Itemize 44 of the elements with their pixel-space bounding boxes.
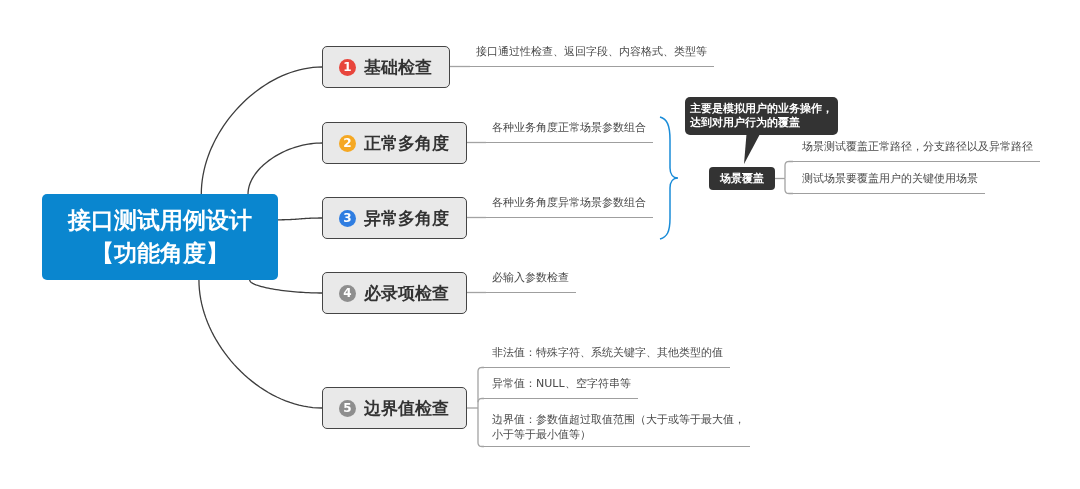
subtopic-text: 各种业务角度正常场景参数组合 xyxy=(486,119,653,143)
subtopic-text: 接口通过性检查、返回字段、内容格式、类型等 xyxy=(470,43,714,67)
connector-line xyxy=(466,407,479,409)
connector-line xyxy=(466,216,487,219)
connector-line xyxy=(466,141,487,144)
connector-line xyxy=(784,177,794,195)
branch-curve xyxy=(249,279,323,294)
connector-line xyxy=(784,160,794,180)
topic-label: 边界值检查 xyxy=(364,397,449,419)
subtopic-text: 必输入参数检查 xyxy=(486,269,576,293)
topic-label: 基础检查 xyxy=(364,56,432,78)
subtopic-text: 场景测试覆盖正常路径，分支路径以及异常路径 xyxy=(793,138,1040,162)
connector-line xyxy=(466,291,487,294)
summary-topic xyxy=(709,167,775,190)
connector-line xyxy=(477,366,485,404)
topic-box xyxy=(322,272,467,314)
step-number: 4 xyxy=(339,284,356,302)
step-number: 3 xyxy=(339,209,356,227)
connector-line xyxy=(477,407,485,448)
topic-box xyxy=(322,46,450,88)
subtopic-text: 非法值：特殊字符、系统关键字、其他类型的值 xyxy=(484,344,730,368)
topic-box xyxy=(322,122,467,164)
branch-curve xyxy=(277,217,323,221)
topic-box xyxy=(322,387,467,429)
topic-box xyxy=(322,197,467,239)
branch-curve xyxy=(198,279,323,409)
central-topic-text: 接口测试用例设计【功能角度】 xyxy=(66,206,253,268)
connector-line xyxy=(477,401,479,409)
callout-text: 主要是模拟用户的业务操作，达到对用户行为的覆盖 xyxy=(690,102,834,130)
central-topic xyxy=(42,194,278,280)
subtopic-text: 异常值：NULL、空字符串等 xyxy=(484,375,638,399)
topic-label: 异常多角度 xyxy=(364,207,449,229)
subtopic-text: 测试场景要覆盖用户的关键使用场景 xyxy=(793,170,985,194)
subtopic-text: 各种业务角度异常场景参数组合 xyxy=(486,194,653,218)
step-number: 2 xyxy=(339,134,356,152)
connector-line xyxy=(449,65,471,68)
branch-curve xyxy=(200,66,323,195)
topic-label: 正常多角度 xyxy=(364,132,449,154)
summary-topic-text: 场景覆盖 xyxy=(720,171,764,186)
step-number: 5 xyxy=(339,399,356,417)
subtopic-text: 边界值：参数值超过取值范围（大于或等于最大值，小于等于最小值等） xyxy=(484,410,750,447)
topic-label: 必录项检查 xyxy=(364,282,449,304)
branch-curve xyxy=(247,142,323,195)
step-number: 1 xyxy=(339,58,356,76)
